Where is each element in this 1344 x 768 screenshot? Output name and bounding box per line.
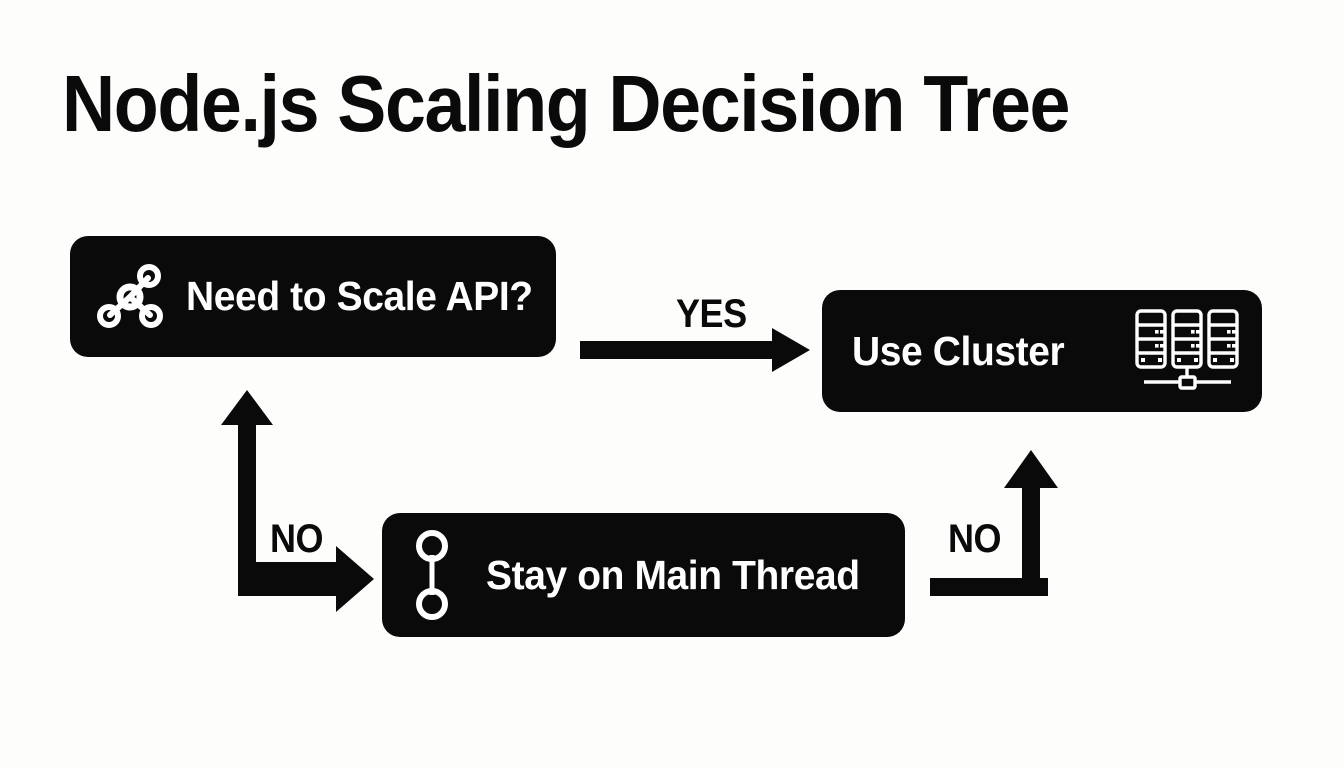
- node-label-stay-on-main-thread: Stay on Main Thread: [486, 551, 860, 598]
- server-cluster-icon: [1135, 309, 1239, 390]
- node-stay-on-main-thread[interactable]: Stay on Main Thread: [382, 513, 905, 637]
- thread-link-icon: [416, 530, 448, 620]
- network-nodes-icon: [97, 263, 163, 328]
- arrow-no-left: [221, 390, 374, 612]
- edge-label-yes: YES: [676, 292, 747, 336]
- node-use-cluster[interactable]: Use Cluster: [822, 290, 1262, 412]
- edge-label-no-left: NO: [270, 517, 324, 561]
- node-label-need-to-scale-api: Need to Scale API?: [186, 273, 533, 319]
- node-need-to-scale-api[interactable]: Need to Scale API?: [70, 236, 556, 357]
- node-label-use-cluster: Use Cluster: [852, 327, 1065, 374]
- page-title: Node.js Scaling Decision Tree: [62, 59, 1070, 148]
- edge-label-no-right: NO: [948, 517, 1002, 561]
